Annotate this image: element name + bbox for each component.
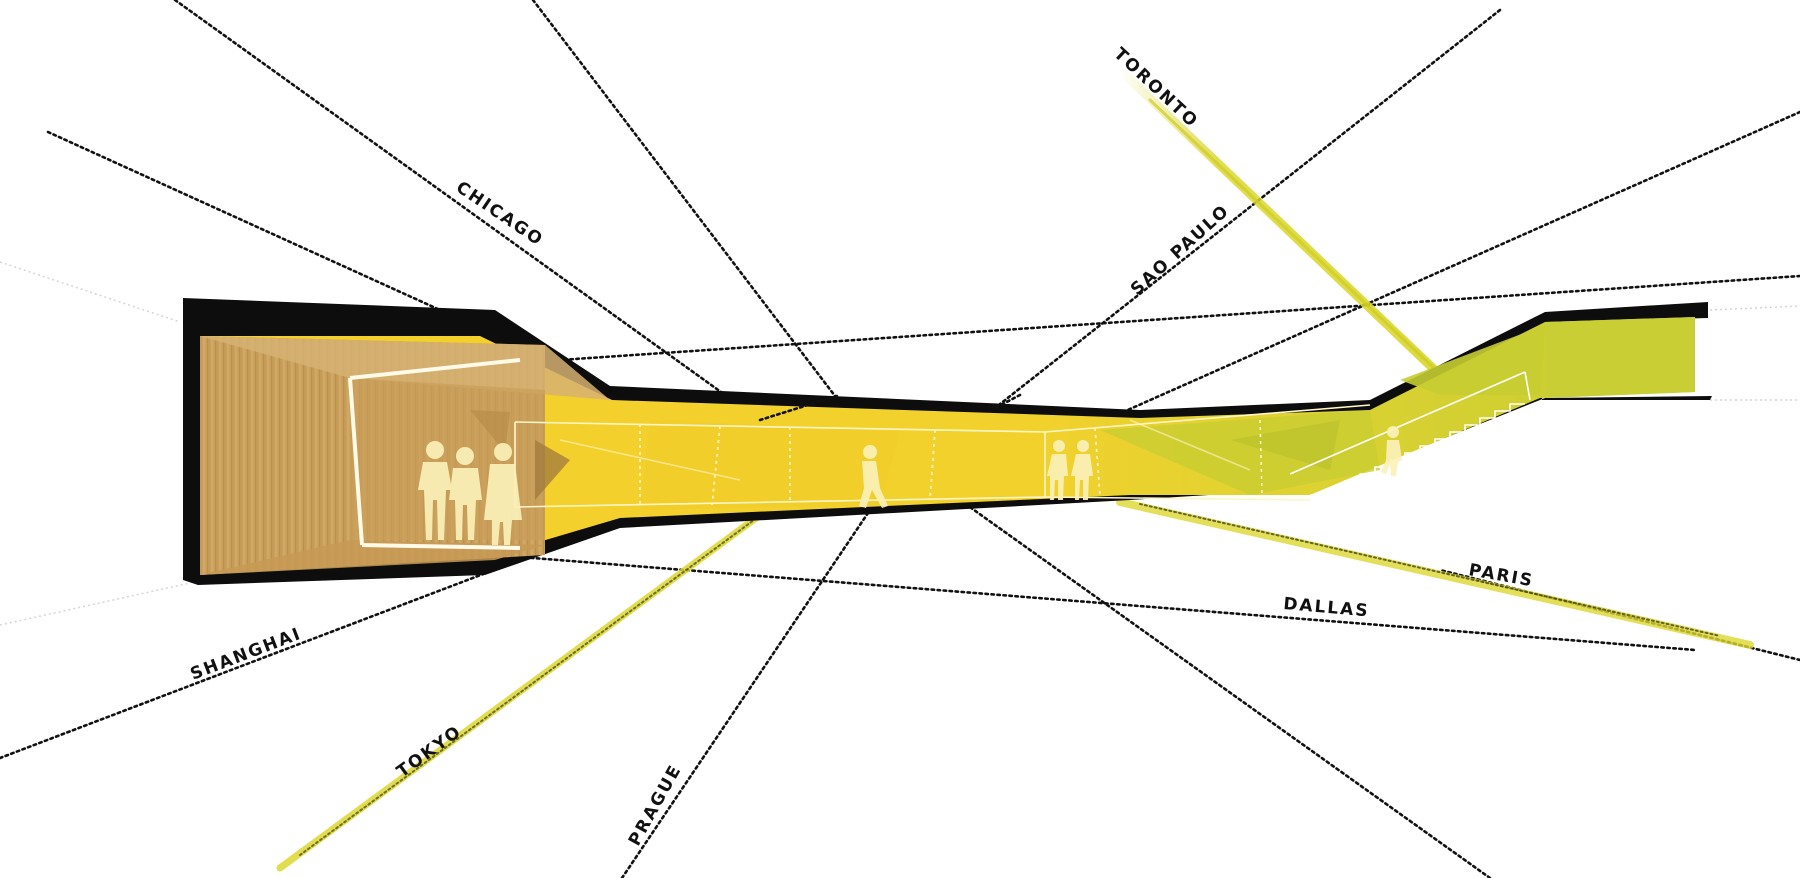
wall-triangle-2 xyxy=(470,410,510,452)
figures xyxy=(418,426,1402,545)
tunnel xyxy=(183,298,1712,585)
corridor-wireframe xyxy=(514,404,1371,508)
facet-green-3 xyxy=(1400,325,1545,395)
sightline-south-east xyxy=(958,498,1492,878)
highlight-tokyo-core xyxy=(299,516,759,856)
sightline-east-upper xyxy=(1058,110,1800,442)
light-strips xyxy=(348,358,521,550)
facet-green-4 xyxy=(1545,317,1695,398)
highlight-sightlines xyxy=(276,65,1754,872)
faint-sightlines xyxy=(0,261,1800,626)
sightline-west xyxy=(46,130,442,312)
sightline-sao-paulo xyxy=(993,8,1502,410)
figure-stair xyxy=(1381,426,1402,476)
highlight-paris xyxy=(1116,498,1754,649)
figure-3 xyxy=(484,443,522,545)
highlight-toronto-core xyxy=(1148,98,1440,374)
wood-ceiling xyxy=(200,336,610,400)
figure-1 xyxy=(418,441,452,540)
sightline-dallas xyxy=(493,553,1697,652)
figure-walker-1 xyxy=(859,445,888,508)
figure-5 xyxy=(1071,440,1093,500)
sightline-chicago xyxy=(173,0,762,422)
figure-4 xyxy=(1047,440,1068,500)
highlight-paris-core xyxy=(1139,503,1721,637)
sightline-shanghai xyxy=(0,558,522,760)
sightline-prague xyxy=(620,508,872,878)
figure-2 xyxy=(449,447,482,540)
wall-triangle-1 xyxy=(535,440,570,500)
facet-yellow-1 xyxy=(640,420,900,510)
staircase xyxy=(1289,371,1531,496)
sightline-top-diagonal xyxy=(531,0,882,457)
facet-green-2 xyxy=(1230,420,1340,470)
sightline-east-horizontal xyxy=(558,274,1800,362)
dotted-sightlines-front xyxy=(758,393,1022,422)
